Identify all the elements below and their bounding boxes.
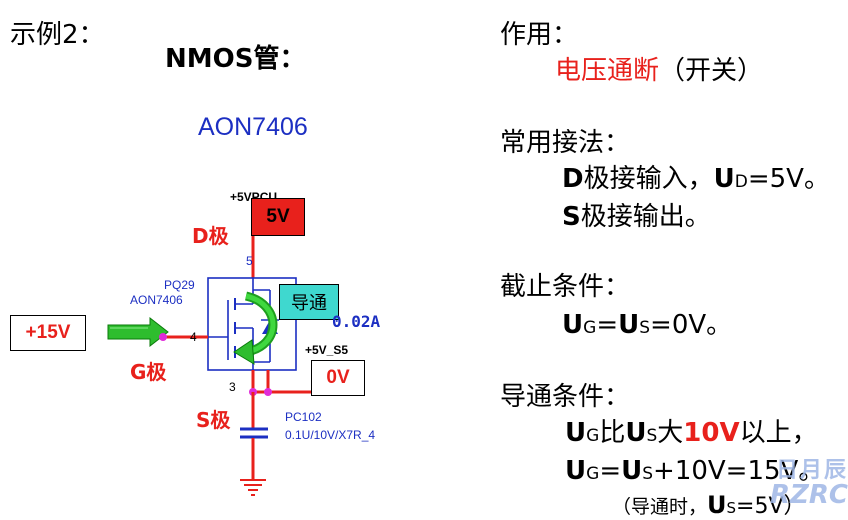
on2-end: +10V=15V。 <box>653 456 825 486</box>
conn-s-main: S <box>562 202 581 232</box>
pin-source-number-1: 3 <box>229 380 236 394</box>
cap-ref-designator: PC102 <box>285 410 322 424</box>
on1-u1: U <box>565 418 587 448</box>
cutoff-heading: 截止条件： <box>500 272 631 302</box>
watermark-top: 日月辰 <box>776 458 848 483</box>
connection-drain-line: D极接输入，UD=5V。 <box>562 158 830 195</box>
cutoff-line: UG=US=0V。 <box>562 304 732 341</box>
function-black-text: （开关） <box>659 56 764 86</box>
pin-gate-number: 4 <box>190 330 197 344</box>
cut-val: =0V。 <box>650 310 733 340</box>
on-line-2: UG=US+10V=15V。 <box>565 450 824 487</box>
conn-s-text: 极接输出。 <box>580 202 711 232</box>
gate-node <box>159 333 167 341</box>
on3-u: U <box>707 491 727 519</box>
pin-drain-number: 5 <box>246 254 253 268</box>
on2-sub1: G <box>586 464 600 484</box>
example-title: 示例2： <box>10 20 105 50</box>
device-title: NMOS管： <box>165 44 306 74</box>
on-line-1: UG比US大10V以上， <box>565 412 818 449</box>
on1-mid: 比 <box>599 418 626 448</box>
source-voltage-box: 0V <box>311 360 365 396</box>
on-line-3: （导通时，US=5V） <box>612 488 806 520</box>
drain-label: D极 <box>192 224 229 248</box>
output-net-label: +5V_S5 <box>305 343 349 357</box>
on1-red: 10V <box>683 418 740 448</box>
on1-sub1: G <box>586 426 600 446</box>
conn-d-main: D <box>562 164 584 194</box>
source-label: S极 <box>196 408 231 432</box>
gate-voltage-box: +15V <box>10 315 86 351</box>
conn-d-sub: D <box>734 172 748 192</box>
cut-sub2: S <box>639 318 651 338</box>
on1-end: 以上， <box>739 418 818 448</box>
on-heading: 导通条件： <box>500 382 631 412</box>
connection-source-line: S极接输出。 <box>562 196 711 233</box>
cut-sub1: G <box>583 318 597 338</box>
conn-d-text: 极接输入， <box>583 164 714 194</box>
on1-big: 大 <box>657 418 684 448</box>
on2-eq: = <box>599 456 622 486</box>
on1-u2: U <box>625 418 647 448</box>
cut-u2: U <box>618 310 640 340</box>
current-path-arrow-head <box>233 339 255 365</box>
drain-voltage-box: 5V <box>251 198 305 236</box>
cut-u1: U <box>562 310 584 340</box>
current-value: 0.02A <box>332 312 381 331</box>
function-red-text: 电压通断 <box>555 56 660 86</box>
ref-designator: PQ29 <box>164 278 195 292</box>
connection-heading: 常用接法： <box>500 128 631 158</box>
cap-value: 0.1U/10V/X7R_4 <box>285 428 376 442</box>
on3-end: =5V） <box>736 494 806 519</box>
on1-sub2: S <box>646 426 658 446</box>
on2-sub2: S <box>642 464 654 484</box>
gate-label: G极 <box>130 360 167 384</box>
source-node-2 <box>264 388 272 396</box>
watermark-bottom: RZRC <box>770 480 848 510</box>
current-path-arrow-inner <box>245 293 276 355</box>
function-heading: 作用： <box>500 20 579 50</box>
part-number-title: AON7406 <box>198 113 308 141</box>
ref-part-number: AON7406 <box>130 293 183 307</box>
conduct-box: 导通 <box>279 284 339 320</box>
gate-input-arrow <box>107 316 169 348</box>
on3-open: （导通时， <box>612 496 708 518</box>
on2-u2: U <box>621 456 643 486</box>
conn-d-u: U <box>713 164 735 194</box>
on2-u1: U <box>565 456 587 486</box>
function-line: 电压通断（开关） <box>555 50 763 87</box>
conn-d-val: =5V。 <box>747 164 830 194</box>
cut-eq: = <box>596 310 619 340</box>
on3-sub: S <box>726 499 737 517</box>
